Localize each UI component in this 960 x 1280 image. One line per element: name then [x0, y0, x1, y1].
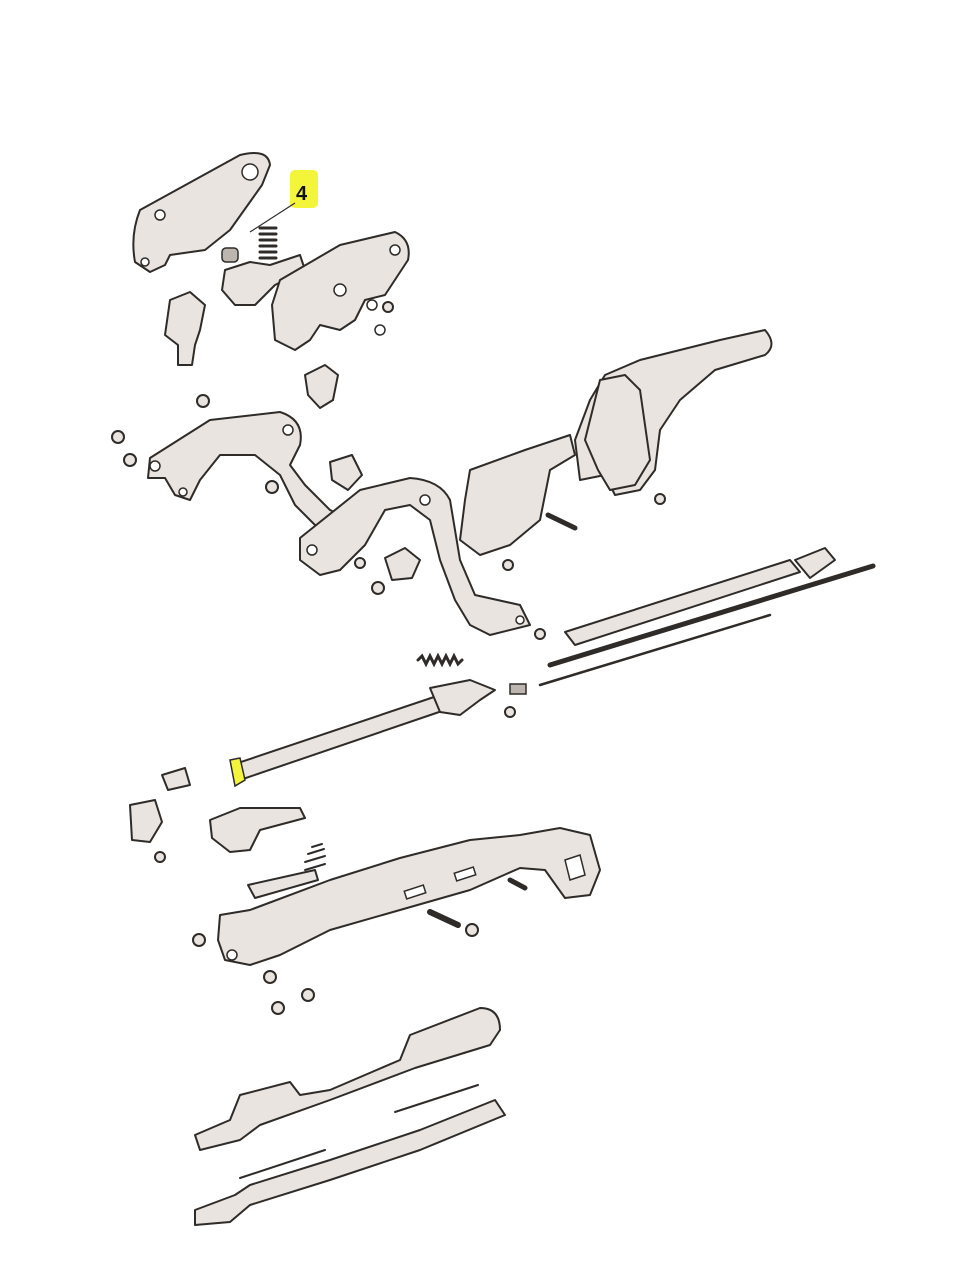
angle-bracket: [247, 869, 319, 899]
tension-spring: [416, 652, 464, 668]
pivot-bracket: [209, 807, 306, 853]
recliner-arm-lower: [299, 477, 531, 636]
rods: [538, 547, 876, 687]
coil-spring: [304, 843, 326, 871]
latch-cover-right: [271, 231, 410, 351]
mounting-plate: [459, 434, 576, 556]
release-handle: [574, 329, 773, 496]
callout-number: 4: [296, 183, 308, 205]
seat-rail-lower: [194, 1099, 506, 1226]
seat-rail-upper: [194, 1007, 501, 1151]
bracket-small: [164, 291, 206, 366]
small-bracket-2: [304, 364, 339, 409]
rail-wire-2: [239, 1149, 326, 1179]
release-lever-rod: [229, 679, 527, 788]
pin-3: [507, 877, 528, 891]
latch-housing-left: [132, 152, 271, 273]
callout-leader-line: [249, 202, 296, 233]
clip-part: [161, 767, 191, 791]
rail-wire-1: [394, 1084, 479, 1113]
callout-4: 4: [249, 170, 318, 233]
link-bracket-2: [384, 547, 421, 581]
recliner-arm-upper: [147, 411, 361, 541]
latch-piece: [129, 799, 163, 843]
link-bracket: [329, 454, 363, 491]
fasteners: [111, 301, 666, 1015]
pin-2: [427, 909, 461, 928]
pin: [545, 512, 578, 531]
callout-highlight: [290, 170, 318, 208]
seat-track-frame: [217, 827, 601, 966]
